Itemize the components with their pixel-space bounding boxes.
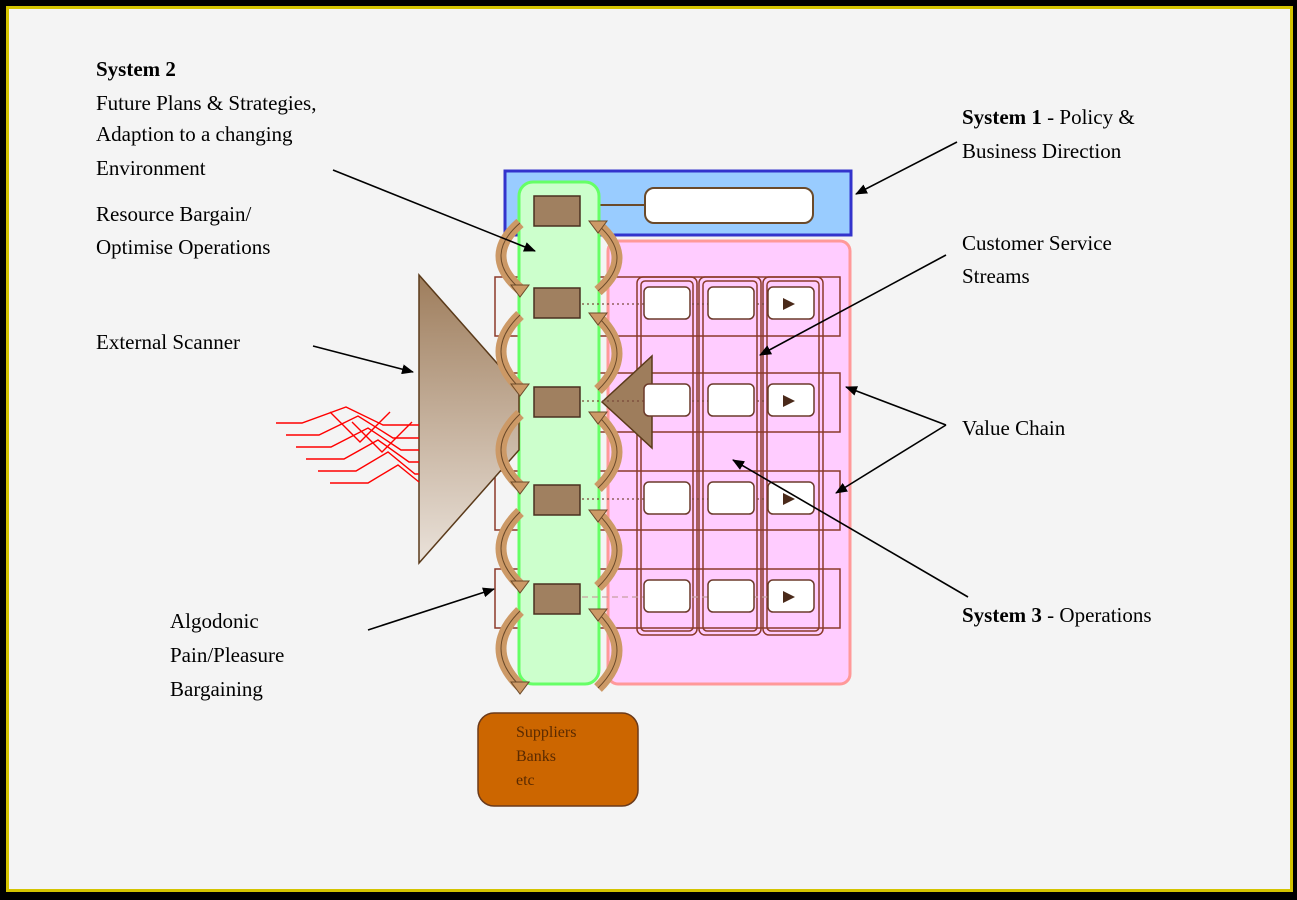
customer-streams xyxy=(636,276,824,636)
node-row-1 xyxy=(533,287,581,319)
value-chain-row-4 xyxy=(494,568,841,629)
system2-line2: Adaption to a changing xyxy=(96,122,293,146)
customer-line1: Customer Service xyxy=(962,231,1112,255)
external-scanner xyxy=(418,273,520,565)
bargain-arrow-outline xyxy=(597,224,618,292)
bargain-arrow-outline xyxy=(597,612,618,689)
bargain-arrowhead xyxy=(588,411,608,425)
system1-line2: Business Direction xyxy=(962,139,1122,163)
bargain-arrow-outline xyxy=(500,222,521,290)
system2-line1: Future Plans & Strategies, xyxy=(96,91,317,115)
flow-arrowhead xyxy=(783,591,795,603)
suppliers-line2: Banks xyxy=(516,748,556,765)
bargain-arrowhead xyxy=(588,312,608,326)
bargain-arrow-outline xyxy=(500,610,521,687)
algodonic-line2: Pain/Pleasure xyxy=(170,643,285,667)
bargain-arrowhead xyxy=(510,284,530,298)
system2-nodes xyxy=(533,195,581,615)
arrow-external-scanner xyxy=(312,345,414,375)
bargain-arrowhead xyxy=(588,509,608,523)
flow-arrowhead xyxy=(783,493,795,505)
bargain-arrowhead xyxy=(510,481,530,495)
process-box xyxy=(643,481,691,515)
flow-arrowhead xyxy=(783,395,795,407)
arrow-value-chain-1 xyxy=(845,386,947,426)
system3-heading: System 3 - Operations xyxy=(962,603,1152,627)
suppliers-line1: Suppliers xyxy=(516,724,577,741)
bargain-arrowhead xyxy=(510,580,530,594)
suppliers-box xyxy=(477,712,639,807)
node-row-4 xyxy=(533,583,581,615)
bargain-arrowhead xyxy=(510,681,530,695)
stream-column-3 xyxy=(762,276,824,636)
arrow-system3 xyxy=(732,459,969,598)
bargain-arrow-outline xyxy=(597,513,618,588)
process-box xyxy=(707,481,755,515)
bargain-arrows xyxy=(495,218,623,695)
process-box xyxy=(643,383,691,417)
system2-title: System 2 xyxy=(96,57,176,81)
arrow-system2 xyxy=(332,169,536,252)
bargain-arrow-outline xyxy=(500,314,521,389)
process-box xyxy=(707,286,755,320)
flow-arrowhead xyxy=(783,298,795,310)
bargain-arrowhead xyxy=(510,383,530,397)
node-row-3 xyxy=(533,484,581,516)
algodonic-line3: Bargaining xyxy=(170,677,263,701)
bargain-arrow-outline xyxy=(500,413,521,487)
callout-arrows xyxy=(312,141,969,631)
arrow-system1 xyxy=(855,141,958,195)
external-scanner-label: External Scanner xyxy=(96,330,241,354)
bargain-arrowhead xyxy=(588,608,608,622)
node-row-2 xyxy=(533,386,581,418)
process-box xyxy=(643,286,691,320)
operations-area xyxy=(606,239,852,686)
system2-line3: Environment xyxy=(96,156,206,180)
value-chain-row-3 xyxy=(494,470,841,531)
value-chain-label: Value Chain xyxy=(962,416,1066,440)
environment-signals xyxy=(276,406,420,484)
bargain-arrow-outline xyxy=(500,511,521,586)
bargain-arrowhead xyxy=(588,220,608,234)
stream-column-1 xyxy=(636,276,698,636)
suppliers-line3: etc xyxy=(516,772,535,789)
policy-rect xyxy=(644,187,814,224)
process-box xyxy=(707,579,755,613)
arrow-algodonic xyxy=(367,587,495,631)
bargain-arrow-outline xyxy=(597,316,618,391)
process-box xyxy=(707,383,755,417)
arrow-value-chain-2 xyxy=(835,424,947,494)
process-boxes xyxy=(582,286,815,613)
node-system1 xyxy=(533,195,581,227)
arrow-customer-streams xyxy=(759,254,947,356)
customer-line2: Streams xyxy=(962,264,1030,288)
system1-heading: System 1 - Policy & xyxy=(962,105,1135,129)
bargain-arrow-outline xyxy=(597,415,618,489)
resource-line1: Resource Bargain/ xyxy=(96,202,252,226)
algodonic-line1: Algodonic xyxy=(170,609,259,633)
resource-line2: Optimise Operations xyxy=(96,235,271,259)
process-box xyxy=(643,579,691,613)
stream-column-2 xyxy=(698,276,762,636)
